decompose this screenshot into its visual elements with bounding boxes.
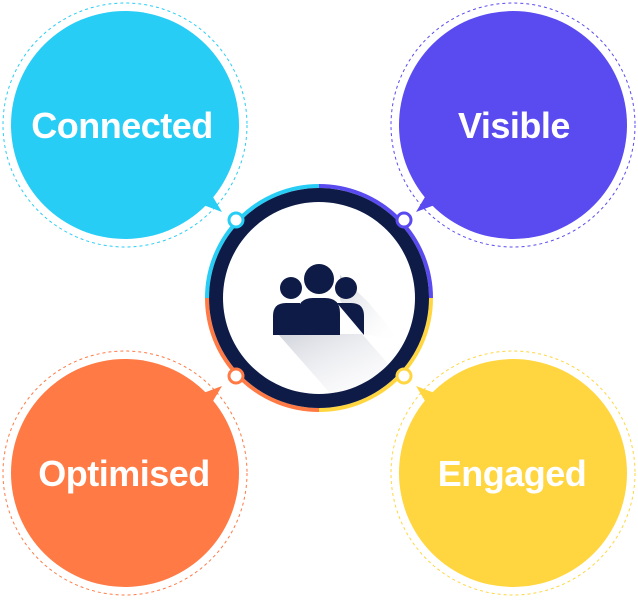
optimised-circle — [11, 359, 239, 587]
connector-dot-connected — [227, 211, 245, 229]
engaged-label: Engaged — [438, 453, 587, 494]
node-optimised: Optimised — [2, 350, 248, 596]
optimised-pointer — [190, 386, 222, 416]
team-icon — [273, 264, 364, 335]
node-engaged: Engaged — [390, 350, 636, 596]
visible-label: Visible — [458, 105, 570, 146]
engaged-pointer — [416, 386, 448, 416]
connected-pointer — [190, 182, 222, 212]
visible-pointer — [416, 182, 448, 212]
optimised-label: Optimised — [38, 453, 210, 494]
node-connected: Connected — [2, 2, 248, 248]
connected-dashed-outline — [2, 2, 248, 248]
engaged-circle — [399, 359, 627, 587]
optimised-dashed-outline — [2, 350, 248, 596]
engaged-dashed-outline — [390, 350, 636, 596]
visible-circle — [399, 11, 627, 239]
connector-dot-engaged — [395, 367, 413, 385]
connected-label: Connected — [31, 105, 213, 146]
center-hub — [205, 184, 433, 412]
connected-circle — [11, 11, 239, 239]
connector-dot-visible — [395, 211, 413, 229]
node-visible: Visible — [390, 2, 636, 248]
connector-dot-optimised — [227, 367, 245, 385]
visible-dashed-outline — [390, 2, 636, 248]
